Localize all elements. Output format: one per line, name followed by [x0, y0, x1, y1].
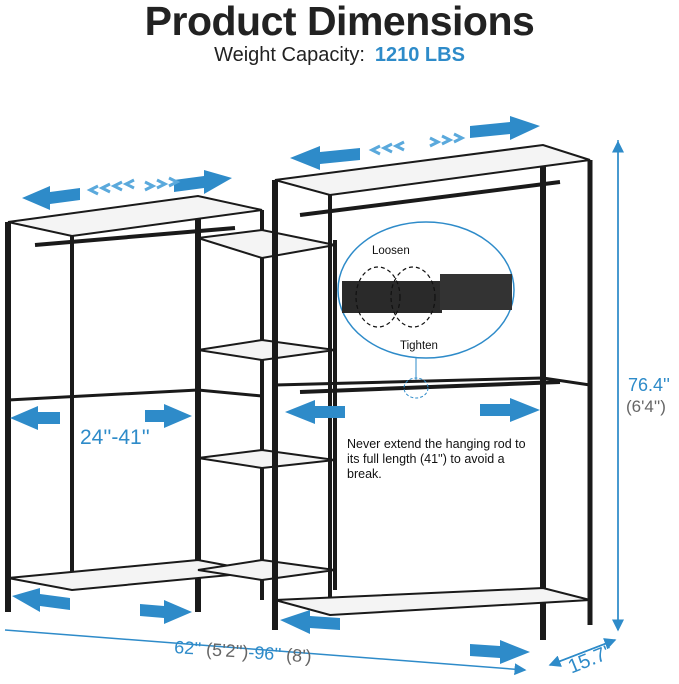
width-max-feet: (8')	[285, 644, 313, 667]
weight-capacity: Weight Capacity: 1210 LBS	[0, 44, 679, 67]
width-max: 96''	[253, 642, 282, 665]
weight-value: 1210 LBS	[374, 44, 465, 66]
loosen-label: Loosen	[372, 245, 410, 257]
height-label: 76.4''	[628, 375, 670, 395]
tighten-label: Tighten	[400, 340, 438, 352]
hanging-rod-warning: Never extend the hanging rod to its full…	[347, 437, 526, 481]
weight-label: Weight Capacity:	[214, 44, 365, 66]
rod-range-label: 24''-41''	[80, 426, 150, 449]
width-min-feet: (5'2'')	[205, 639, 250, 663]
width-min: 62''	[173, 637, 202, 659]
page-title: Product Dimensions	[144, 0, 535, 44]
height-feet-label: (6'4'')	[626, 397, 666, 416]
